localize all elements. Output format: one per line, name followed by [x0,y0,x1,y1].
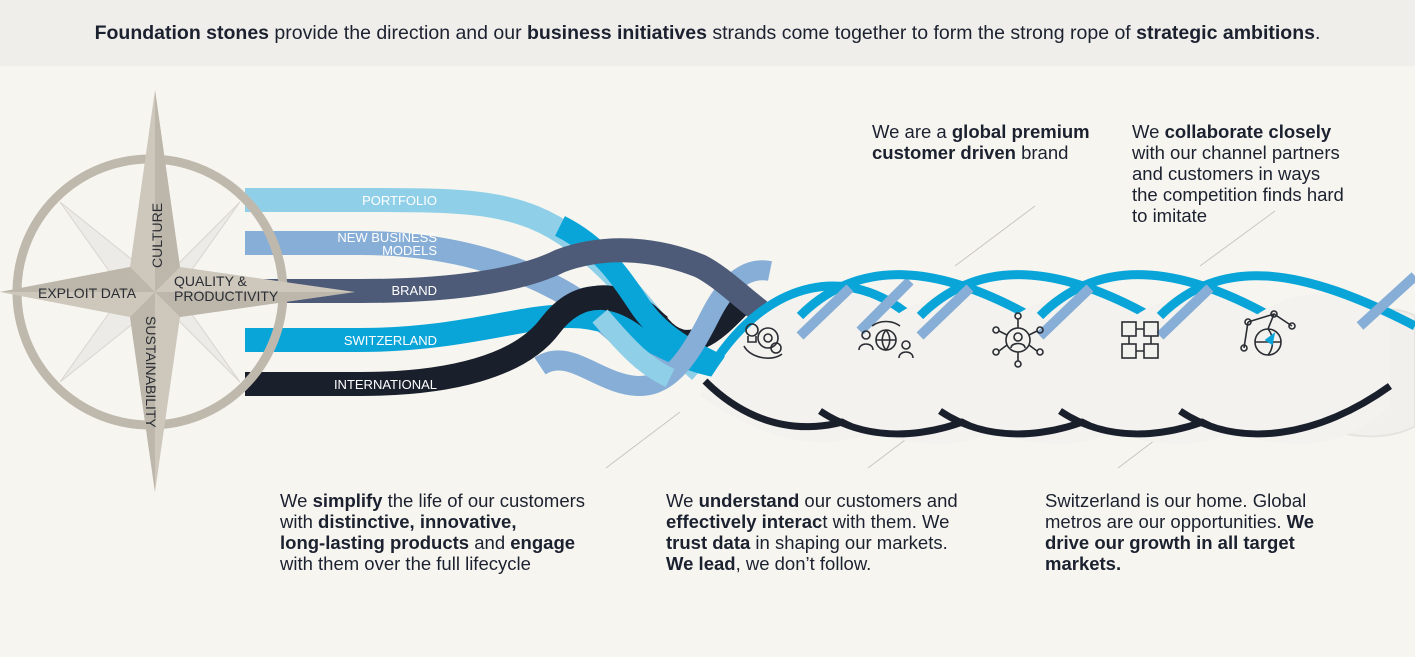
people-globe-icon [858,320,914,359]
strand-label-switzerland: SWITZERLAND [344,333,437,348]
leader-line-1 [605,411,681,469]
strand-brand [245,238,768,321]
compass-label-quality-2: PRODUCTIVITY [174,288,279,304]
compass-label-culture: CULTURE [149,203,165,268]
hands-collaboration-icon [1121,321,1159,359]
rope-diagram: PORTFOLIO NEW BUSINESS MODELS BRAND SWIT… [0,90,1415,492]
ambition-global-premium: We are a global premium customer driven … [872,121,1090,163]
strand-portfolio-twist [592,309,675,388]
compass-label-quality-1: QUALITY & [174,273,248,289]
strand-label-international: INTERNATIONAL [334,377,437,392]
leader-line-5 [1199,210,1276,267]
compass-star [0,90,355,492]
compass-label-sustainability: SUSTAINABILITY [143,316,159,428]
ambition-understand: We understand our customers and effectiv… [666,490,958,574]
globe-network-icon [1240,310,1296,356]
banner-text: Foundation stones provide the direction … [94,21,1321,44]
strand-label-models-2: MODELS [382,243,437,258]
network-person-icon [992,312,1044,368]
rope-segment-5 [1180,294,1390,444]
ambition-simplify: We simplify the life of our customers wi… [280,490,586,574]
ambition-collaborate: We collaborate closely with our channel … [1132,121,1344,226]
strand-label-models-1: NEW BUSINESS [337,230,437,245]
leader-line-4 [954,205,1036,267]
business-initiative-strands: PORTFOLIO NEW BUSINESS MODELS BRAND SWIT… [245,188,772,397]
innovation-gears-icon [743,323,783,359]
strand-label-portfolio: PORTFOLIO [362,193,437,208]
ambition-switzerland: Switzerland is our home. Global metros a… [1045,490,1315,574]
diagram-stage: PORTFOLIO NEW BUSINESS MODELS BRAND SWIT… [0,66,1415,657]
intro-banner: Foundation stones provide the direction … [0,0,1415,66]
rope-segments [700,270,1415,444]
strand-label-brand: BRAND [391,283,437,298]
compass-label-exploit-data: EXPLOIT DATA [38,285,137,301]
foundation-compass: EXPLOIT DATA QUALITY & PRODUCTIVITY CULT… [0,90,355,492]
